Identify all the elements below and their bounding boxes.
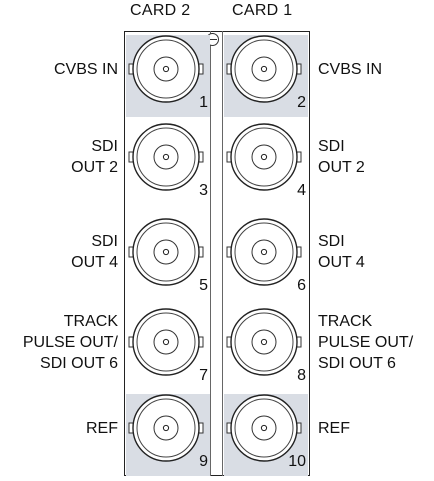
- label-line: CVBS IN: [53, 60, 118, 78]
- connector-number: 3: [199, 182, 208, 199]
- label-line: OUT 4: [318, 254, 365, 271]
- connector-label-left: SDI OUT 4: [71, 231, 118, 273]
- label-line: OUT 4: [71, 254, 118, 271]
- label-line: SDI: [318, 233, 345, 250]
- connector-label-left: TRACK PULSE OUT/SDI OUT 6: [23, 311, 118, 374]
- connector-label-left: CVBS IN: [54, 59, 118, 80]
- connector-slot-card2: 1: [126, 35, 210, 117]
- connector-label-right: SDI OUT 2: [318, 136, 365, 178]
- label-line: SDI OUT 6: [40, 354, 118, 372]
- connector-number: 1: [199, 94, 208, 111]
- connector-label-left: SDI OUT 2: [71, 136, 118, 178]
- connector-number: 4: [297, 182, 306, 199]
- card-2-header: CARD 2: [130, 2, 191, 19]
- bnc-connector-icon: [128, 123, 204, 191]
- connector-label-right: CVBS IN: [318, 59, 382, 80]
- label-line: REF: [86, 419, 118, 437]
- label-line: PULSE OUT/: [22, 333, 118, 351]
- label-line: TRACK: [63, 312, 118, 330]
- card-1-header: CARD 1: [232, 2, 293, 19]
- connector-slot-card2: 3: [126, 123, 210, 205]
- label-line: OUT 2: [318, 159, 365, 176]
- bnc-connector-icon: [226, 394, 302, 462]
- connector-number: 7: [199, 367, 208, 384]
- bnc-connector-icon: [226, 35, 302, 103]
- connector-slot-card2: 9: [126, 394, 210, 476]
- column-divider-left: [210, 31, 211, 476]
- bnc-connector-icon: [128, 308, 204, 376]
- connector-number: 2: [297, 94, 306, 111]
- connector-number: 10: [288, 453, 306, 470]
- label-line: SDI: [91, 233, 118, 250]
- label-line: SDI OUT 6: [318, 354, 396, 372]
- label-line: OUT 2: [71, 159, 118, 176]
- bnc-connector-icon: [128, 35, 204, 103]
- label-line: CVBS IN: [318, 60, 383, 78]
- bnc-connector-icon: [226, 123, 302, 191]
- connector-slot-card1: 8: [224, 308, 308, 390]
- bnc-connector-icon: [226, 218, 302, 286]
- connector-slot-card2: 5: [126, 218, 210, 300]
- label-line: SDI: [318, 138, 345, 155]
- connector-label-left: REF: [86, 418, 118, 439]
- bnc-connector-icon: [128, 394, 204, 462]
- label-line: REF: [318, 419, 350, 437]
- connector-slot-card1: 10: [224, 394, 308, 476]
- bnc-connector-icon: [128, 218, 204, 286]
- connector-slot-card1: 2: [224, 35, 308, 117]
- column-divider-right: [222, 31, 223, 476]
- label-line: TRACK: [318, 312, 373, 330]
- connector-label-right: SDI OUT 4: [318, 231, 365, 273]
- bnc-connector-icon: [226, 308, 302, 376]
- connector-number: 5: [199, 277, 208, 294]
- connector-number: 9: [199, 453, 208, 470]
- connector-slot-card1: 4: [224, 123, 308, 205]
- connector-number: 6: [297, 277, 306, 294]
- label-line: PULSE OUT/: [318, 333, 414, 351]
- connector-label-right: TRACK PULSE OUT/SDI OUT 6: [318, 311, 413, 374]
- connector-slot-card1: 6: [224, 218, 308, 300]
- connector-slot-card2: 7: [126, 308, 210, 390]
- connector-label-right: REF: [318, 418, 350, 439]
- label-line: SDI: [91, 138, 118, 155]
- connector-number: 8: [297, 367, 306, 384]
